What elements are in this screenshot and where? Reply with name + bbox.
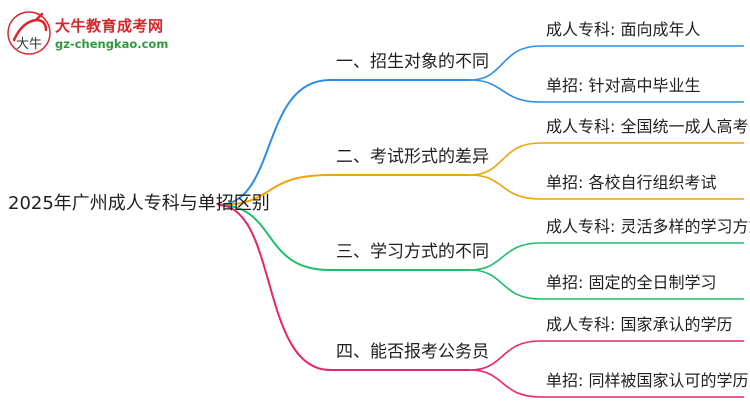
connector-civil-service-leaf-1 <box>469 340 541 371</box>
logo-brand-name: 大牛教育成考网 <box>55 17 164 35</box>
logo-url: gz-chengkao.com <box>55 37 169 51</box>
branch-node-recruit-target[interactable]: 一、招生对象的不同 <box>336 52 489 72</box>
site-logo[interactable]: 大牛 大牛教育成考网 gz-chengkao.com <box>6 10 176 58</box>
leaf-node-study-mode-2[interactable]: 单招: 固定的全日制学习 <box>546 273 717 292</box>
connector-root-exam-format <box>217 174 331 206</box>
branch-node-exam-format[interactable]: 二、考试形式的差异 <box>336 147 489 167</box>
leaf-node-civil-service-2[interactable]: 单招: 同样被国家认可的学历 <box>546 371 749 390</box>
connector-recruit-target-leaf-2 <box>469 79 541 103</box>
leaf-node-recruit-target-2[interactable]: 单招: 针对高中毕业生 <box>546 76 701 95</box>
leaf-node-civil-service-1[interactable]: 成人专科: 国家承认的学历 <box>546 315 733 334</box>
leaf-node-recruit-target-1[interactable]: 成人专科: 面向成年人 <box>546 20 701 39</box>
connector-civil-service-leaf-2 <box>469 369 541 398</box>
connector-root-civil-service <box>217 204 331 371</box>
connector-recruit-target-leaf-1 <box>469 45 541 81</box>
connector-exam-format-leaf-2 <box>469 174 541 200</box>
connector-root-study-mode <box>217 204 331 271</box>
logo-mark-icon: 大牛 <box>7 11 51 55</box>
branch-node-civil-service[interactable]: 四、能否报考公务员 <box>336 342 489 362</box>
connector-study-mode-leaf-2 <box>469 269 541 300</box>
leaf-node-exam-format-1[interactable]: 成人专科: 全国统一成人高考 <box>546 117 749 136</box>
branch-node-study-mode[interactable]: 三、学习方式的不同 <box>336 242 489 262</box>
connector-exam-format-leaf-1 <box>469 142 541 176</box>
connector-root-recruit-target <box>217 79 331 206</box>
leaf-node-exam-format-2[interactable]: 单招: 各校自行组织考试 <box>546 173 717 192</box>
root-node[interactable]: 2025年广州成人专科与单招区别 <box>8 193 270 214</box>
connector-study-mode-leaf-1 <box>469 242 541 271</box>
leaf-node-study-mode-1[interactable]: 成人专科: 灵活多样的学习方式 <box>546 217 750 236</box>
logo-mark-text: 大牛 <box>16 37 42 52</box>
